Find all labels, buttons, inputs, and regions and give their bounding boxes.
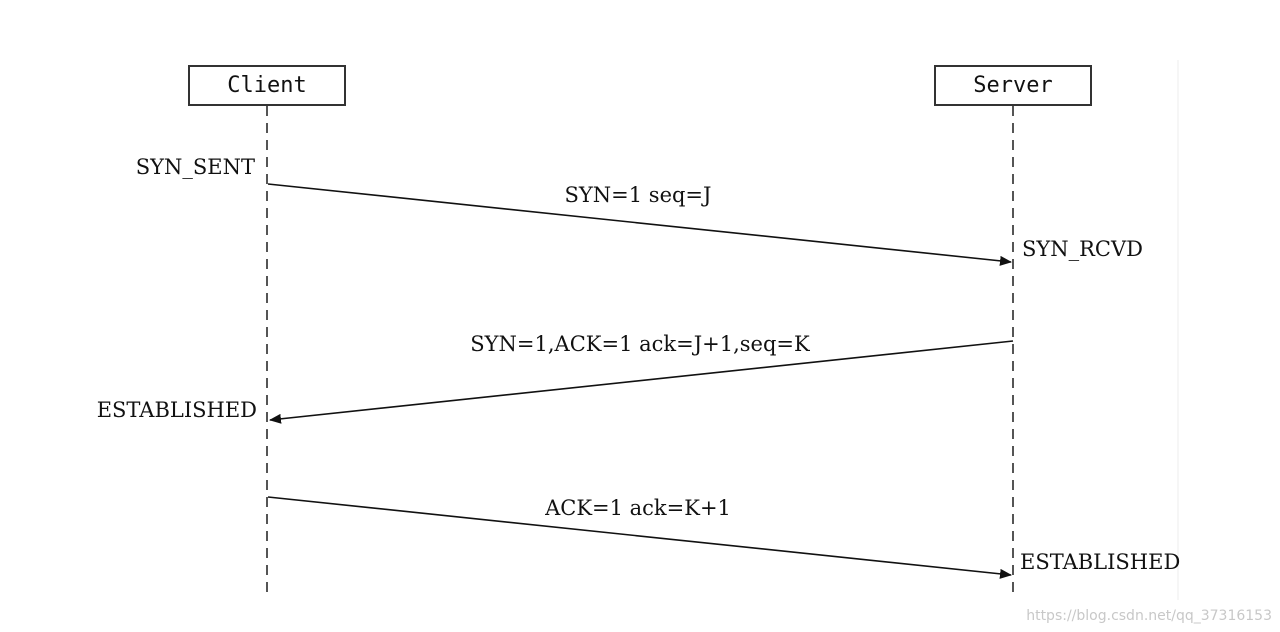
message-syn-ack-arrow bbox=[269, 340, 1014, 424]
server-participant: Server bbox=[934, 65, 1092, 106]
message-ack-label: ACK=1 ack=K+1 bbox=[544, 496, 731, 520]
message-syn-ack-label: SYN=1,ACK=1 ack=J+1,seq=K bbox=[470, 332, 810, 356]
watermark-url: https://blog.csdn.net/qq_37316153 bbox=[1026, 608, 1272, 624]
message-syn-ack: SYN=1,ACK=1 ack=J+1,seq=K bbox=[269, 332, 1014, 424]
client-box bbox=[188, 65, 346, 106]
message-ack-arrow bbox=[267, 496, 1012, 579]
server-box bbox=[934, 65, 1092, 106]
message-syn: SYN=1 seq=J bbox=[267, 183, 1012, 266]
message-syn-arrow bbox=[267, 183, 1012, 266]
client-participant: Client bbox=[188, 65, 346, 106]
message-ack: ACK=1 ack=K+1 bbox=[267, 496, 1012, 579]
client-state-syn-sent: SYN_SENT bbox=[136, 155, 255, 179]
server-label: Server bbox=[973, 73, 1052, 98]
server-state-syn-rcvd: SYN_RCVD bbox=[1022, 237, 1143, 261]
client-label: Client bbox=[227, 73, 306, 98]
client-state-established: ESTABLISHED bbox=[97, 398, 257, 422]
message-syn-label: SYN=1 seq=J bbox=[565, 183, 712, 207]
server-state-established: ESTABLISHED bbox=[1020, 550, 1180, 574]
